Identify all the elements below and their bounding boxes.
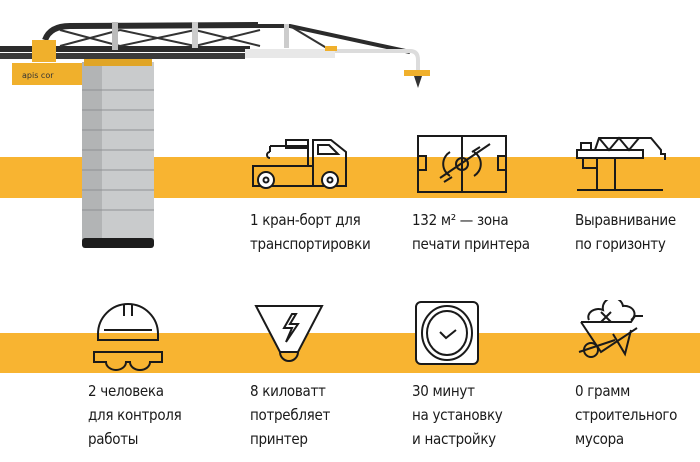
printer-crane-image: apis cor <box>0 22 430 248</box>
wheelbarrow-icon <box>578 300 643 358</box>
brand-logo: apis cor <box>22 71 54 80</box>
level-icon <box>576 136 666 191</box>
crane-truck-icon <box>252 139 347 189</box>
power-icon <box>254 305 324 362</box>
print-area-icon <box>417 135 507 193</box>
clock-icon <box>415 301 479 365</box>
worker-icon <box>93 303 163 371</box>
